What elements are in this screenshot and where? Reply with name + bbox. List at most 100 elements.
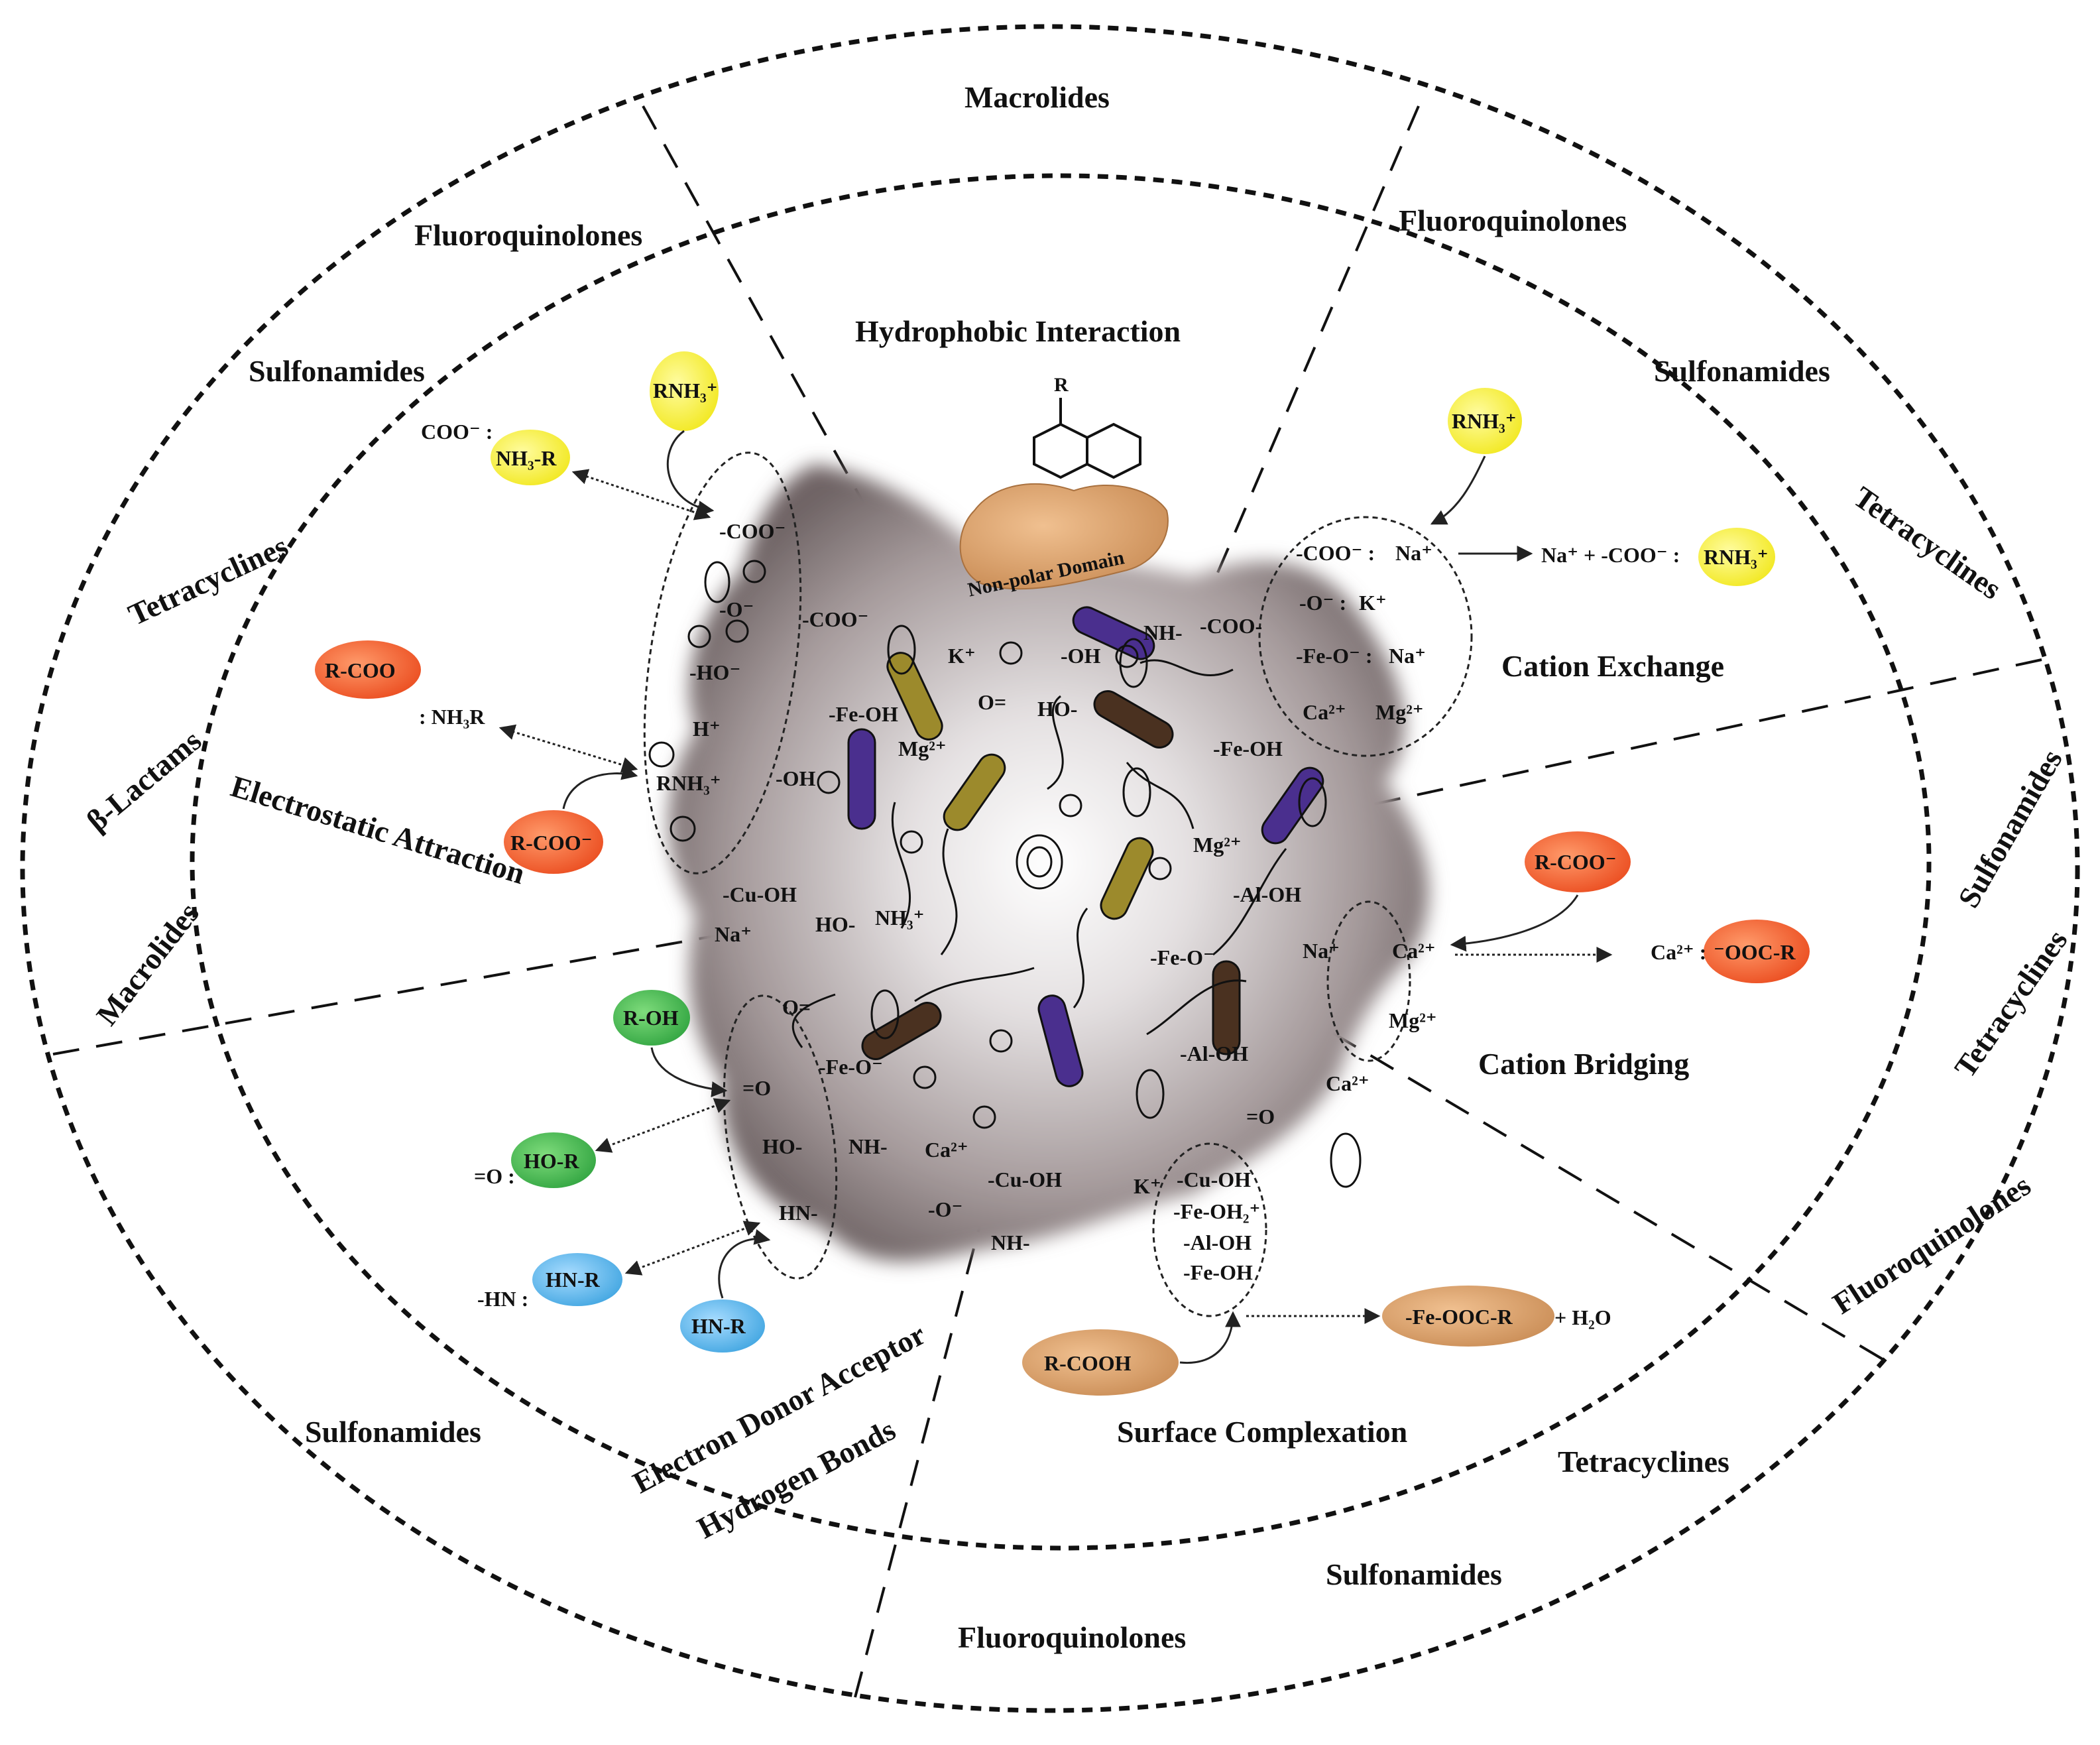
- svg-text:HO-: HO-: [762, 1134, 802, 1158]
- svg-text:Mg²⁺: Mg²⁺: [1375, 700, 1424, 724]
- svg-text:O=: O=: [978, 690, 1006, 714]
- svg-text:-HO⁻: -HO⁻: [689, 660, 740, 684]
- fluoroquinolones-right-ring: Fluoroquinolones: [1827, 1168, 2037, 1321]
- svg-text:HO-R: HO-R: [524, 1149, 579, 1173]
- svg-text:H⁺: H⁺: [693, 717, 721, 741]
- svg-text:HN-R: HN-R: [691, 1314, 746, 1338]
- svg-text:-Fe-OH₂⁺: -Fe-OH₂⁺: [1173, 1199, 1260, 1223]
- svg-text:NH-: NH-: [848, 1134, 888, 1158]
- svg-text:-Fe-O⁻ :: -Fe-O⁻ :: [1296, 644, 1373, 668]
- svg-text:O=: O=: [782, 995, 811, 1019]
- svg-text:-COO⁻ :: -COO⁻ :: [1296, 541, 1375, 565]
- svg-text:-O⁻ :: -O⁻ :: [1299, 591, 1346, 615]
- svg-text:K⁺: K⁺: [948, 644, 976, 668]
- sulfonamides-bottom-left: Sulfonamides: [305, 1415, 481, 1449]
- svg-text:Ca²⁺ :: Ca²⁺ :: [1651, 940, 1706, 964]
- svg-text:Ca²⁺: Ca²⁺: [1303, 700, 1346, 724]
- surface-complexation-label: Surface Complexation: [1117, 1415, 1407, 1449]
- svg-text:: NH₃R: : NH₃R: [419, 705, 485, 729]
- svg-text:=O :: =O :: [474, 1164, 515, 1188]
- electrostatic-attraction-label: Electrostatic Attraction: [227, 769, 529, 890]
- svg-text:NH₃⁺: NH₃⁺: [875, 906, 924, 930]
- svg-text:Na⁺: Na⁺: [1303, 939, 1340, 963]
- cation-bridging-label: Cation Bridging: [1478, 1047, 1689, 1081]
- species-pills: [315, 351, 1810, 1396]
- svg-text:NH₃-R: NH₃-R: [496, 446, 557, 470]
- cation-exchange-label: Cation Exchange: [1501, 649, 1724, 683]
- fluoroquinolones-bottom: Fluoroquinolones: [958, 1620, 1186, 1654]
- sulfonamides-left: Sulfonamides: [249, 354, 425, 388]
- svg-text:+ H₂O: + H₂O: [1554, 1305, 1611, 1329]
- svg-text:Mg²⁺: Mg²⁺: [1193, 833, 1242, 857]
- tetracyclines-right: Tetracyclines: [1847, 480, 2007, 606]
- svg-text:Ca²⁺: Ca²⁺: [1326, 1071, 1370, 1095]
- svg-text:K⁺: K⁺: [1134, 1174, 1161, 1198]
- tetracyclines-right-ring: Tetracyclines: [1948, 924, 2073, 1083]
- svg-text:-Al-OH: -Al-OH: [1180, 1042, 1248, 1065]
- svg-text:Mg²⁺: Mg²⁺: [1389, 1008, 1437, 1032]
- svg-text:Na⁺: Na⁺: [1395, 541, 1432, 565]
- svg-text:HN-R: HN-R: [546, 1268, 601, 1292]
- outer-ring: [20, 24, 2080, 1713]
- svg-text:NH-: NH-: [1143, 621, 1183, 644]
- roh-pill: [613, 990, 690, 1046]
- charge-markers-left: [648, 560, 766, 842]
- feoocr-pill: [1382, 1286, 1554, 1347]
- hor-pill: [511, 1132, 596, 1188]
- sulfonamides-right-ring: Sulfonamides: [1952, 744, 2069, 914]
- tetracyclines-left: Tetracyclines: [123, 529, 293, 632]
- svg-text:-Al-OH: -Al-OH: [1233, 882, 1301, 906]
- rnh3-pill-left: [650, 351, 719, 431]
- flagella: [791, 659, 1287, 1048]
- sulfonamides-right: Sulfonamides: [1654, 354, 1830, 388]
- svg-text:R-COO⁻: R-COO⁻: [1535, 850, 1617, 874]
- svg-text:-Fe-O⁻: -Fe-O⁻: [1150, 945, 1214, 969]
- rnh3-pill-product: [1698, 528, 1775, 586]
- svg-text:NH-: NH-: [991, 1231, 1030, 1254]
- svg-text:R-COOH: R-COOH: [1044, 1351, 1132, 1375]
- fluoroquinolones-top-left: Fluoroquinolones: [414, 218, 642, 252]
- negative-charges: [817, 625, 1362, 1188]
- oocr-pill: [1704, 920, 1810, 983]
- tetracyclines-bottom: Tetracyclines: [1558, 1445, 1729, 1478]
- svg-text:-COO⁻: -COO⁻: [719, 519, 786, 543]
- nh3r-pill: [491, 430, 570, 485]
- svg-text:RNH₃⁺: RNH₃⁺: [653, 379, 718, 402]
- svg-text:R-OH: R-OH: [623, 1006, 679, 1030]
- svg-text:Mg²⁺: Mg²⁺: [898, 737, 947, 760]
- svg-text:-Fe-O⁻: -Fe-O⁻: [819, 1055, 883, 1079]
- svg-text:COO⁻ :: COO⁻ :: [421, 420, 493, 444]
- hnr-pill-2: [680, 1299, 765, 1353]
- svg-text:HN-: HN-: [779, 1201, 818, 1225]
- non-polar-domain-blob: [959, 483, 1169, 590]
- functional-group-labels: COO⁻ : : NH₃R =O : -HN : Na⁺ + -COO⁻ : +…: [419, 420, 1706, 1329]
- beta-lactams-label: β-Lactams: [80, 723, 207, 838]
- svg-text:-O⁻: -O⁻: [719, 597, 754, 621]
- fluoroquinolones-top-right: Fluoroquinolones: [1399, 204, 1627, 237]
- naphthalene-icon: [1033, 398, 1141, 479]
- arrows: [498, 430, 1613, 1364]
- svg-text:Ca²⁺: Ca²⁺: [925, 1138, 968, 1162]
- svg-text:-O⁻: -O⁻: [928, 1197, 962, 1221]
- svg-text:-COO-: -COO-: [1200, 614, 1262, 638]
- rcooh-pill: [1022, 1329, 1179, 1396]
- macrolides-left: Macrolides: [89, 896, 205, 1032]
- svg-text:-Fe-OOC-R: -Fe-OOC-R: [1405, 1305, 1513, 1329]
- svg-text:-Fe-OH: -Fe-OH: [1213, 737, 1283, 760]
- svg-text:=O: =O: [1246, 1105, 1275, 1128]
- rnh3-pill-right: [1448, 388, 1522, 454]
- svg-text:Na⁺: Na⁺: [1389, 644, 1426, 668]
- naphthalene-substituent: R: [1054, 374, 1069, 396]
- svg-text:K⁺: K⁺: [1359, 591, 1387, 615]
- svg-text:-Cu-OH: -Cu-OH: [723, 882, 797, 906]
- rcoo-minus-pill-bridging: [1525, 831, 1631, 892]
- svg-text:-Al-OH: -Al-OH: [1183, 1231, 1252, 1254]
- svg-text:RNH₃⁺: RNH₃⁺: [1452, 409, 1517, 433]
- svg-text:-Fe-OH: -Fe-OH: [829, 702, 898, 726]
- rcoo-minus-pill: [504, 810, 603, 874]
- svg-text:⁻OOC-R: ⁻OOC-R: [1714, 940, 1796, 964]
- pill-texts: RNH₃⁺ NH₃-R R-COO R-COO⁻ R-OH HO-R HN-R …: [325, 379, 1796, 1375]
- inner-ring: [190, 173, 1932, 1551]
- svg-text:RNH₃⁺: RNH₃⁺: [1704, 545, 1769, 569]
